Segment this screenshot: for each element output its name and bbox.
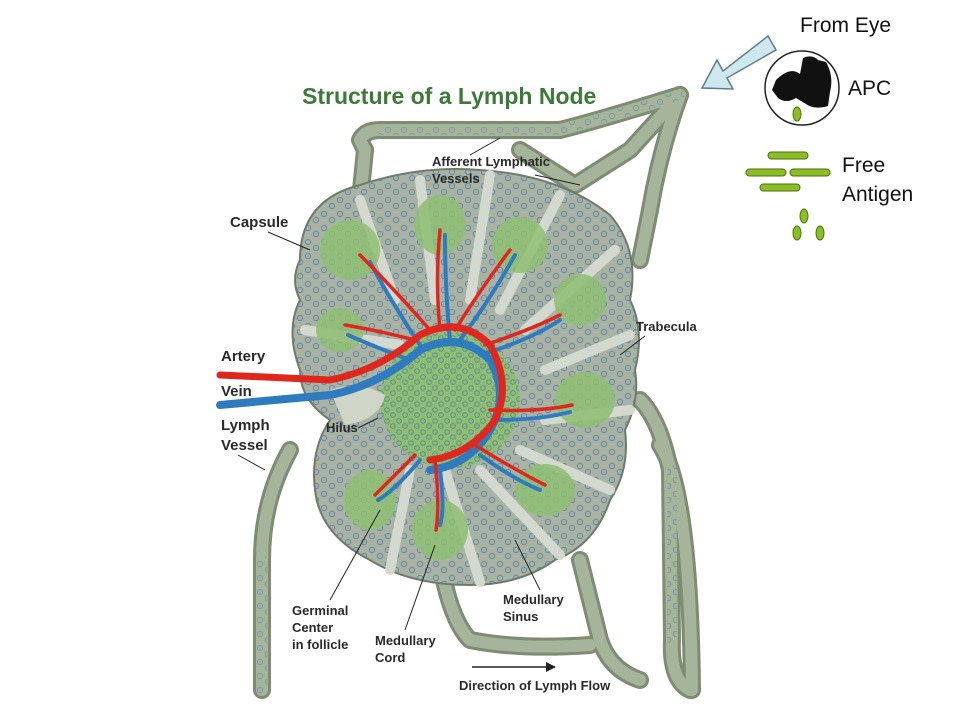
diagram-title: Structure of a Lymph Node (302, 83, 596, 109)
direction-arrowhead (546, 662, 556, 672)
free-antigen-label-2: Antigen (842, 183, 913, 206)
label-germinal-2: Center (292, 620, 333, 635)
label-germinal-1: Germinal (292, 603, 348, 618)
label-artery: Artery (221, 348, 266, 365)
leader-medullary-sinus (514, 539, 541, 591)
blood-vessels (216, 228, 574, 532)
vein-main (216, 338, 504, 474)
label-hilus: Hilus (326, 420, 358, 435)
label-medullary-sinus-1: Medullary (503, 592, 564, 607)
apc-label: APC (848, 77, 891, 100)
leader-germinal (329, 509, 381, 601)
leader-lymph-vessel (237, 454, 266, 471)
label-trabecula: Trabecula (636, 319, 697, 334)
label-direction: Direction of Lymph Flow (459, 678, 611, 693)
label-medullary-sinus-2: Sinus (503, 609, 538, 624)
label-medullary-cord-1: Medullary (375, 633, 436, 648)
follicles (316, 195, 615, 560)
leader-hilus (357, 417, 379, 429)
vessel-texture (257, 90, 685, 695)
label-medullary-cord-2: Cord (375, 650, 405, 665)
label-afferent-2: Vessels (432, 171, 480, 186)
from-eye-label: From Eye (800, 14, 891, 37)
label-germinal-3: in follicle (292, 637, 348, 652)
label-afferent-1: Afferent Lymphatic (432, 154, 550, 169)
diagram-labels: Afferent Lymphatic Vessels Capsule Trabe… (221, 137, 697, 693)
artery-main (216, 323, 506, 464)
leader-afferent-b (534, 174, 581, 186)
leader-capsule (267, 231, 311, 251)
label-lymph-vessel-2: Vessel (221, 437, 268, 454)
label-lymph-vessel-1: Lymph (221, 417, 270, 434)
label-capsule: Capsule (230, 214, 288, 231)
artery-branches (343, 228, 574, 532)
leader-medullary-cord (404, 544, 436, 631)
from-eye-arrow (700, 34, 778, 90)
apc-cell-icon (764, 50, 840, 126)
leader-trabecula (619, 335, 646, 356)
label-vein: Vein (221, 383, 252, 400)
free-antigen-label-1: Free (842, 154, 885, 177)
free-antigen-icon (745, 151, 831, 241)
leader-afferent-a (469, 137, 501, 156)
